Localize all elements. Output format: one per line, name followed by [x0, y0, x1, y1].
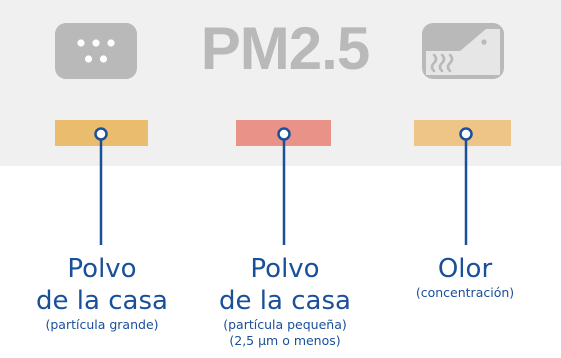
indicator-bar-dust-large: [55, 120, 148, 146]
label-title-line1: Olor: [437, 254, 493, 284]
indicator-panel: PM2.5: [0, 0, 561, 166]
indicator-bar-odor: [414, 120, 511, 146]
label-title-line1: Polvo: [250, 254, 320, 284]
label-odor: Olor (concentración): [400, 253, 530, 301]
label-house-dust-large: Polvo de la casa (partícula grande): [32, 253, 172, 333]
label-title-line2: de la casa: [219, 286, 351, 316]
label-title-line1: Polvo: [67, 254, 137, 284]
pm25-label: PM2.5: [200, 15, 370, 82]
label-note-line1: (partícula pequeña): [223, 317, 347, 332]
odor-smell-icon: [420, 21, 506, 81]
label-note-line2: (2,5 µm o menos): [229, 333, 341, 348]
indicator-bar-dust-small: [236, 120, 331, 146]
label-note-line1: (partícula grande): [45, 317, 159, 332]
label-note-line1: (concentración): [415, 285, 515, 300]
house-dust-icon: [53, 21, 139, 81]
label-title-line2: de la casa: [36, 286, 168, 316]
label-house-dust-small: Polvo de la casa (partícula pequeña) (2,…: [210, 253, 360, 349]
